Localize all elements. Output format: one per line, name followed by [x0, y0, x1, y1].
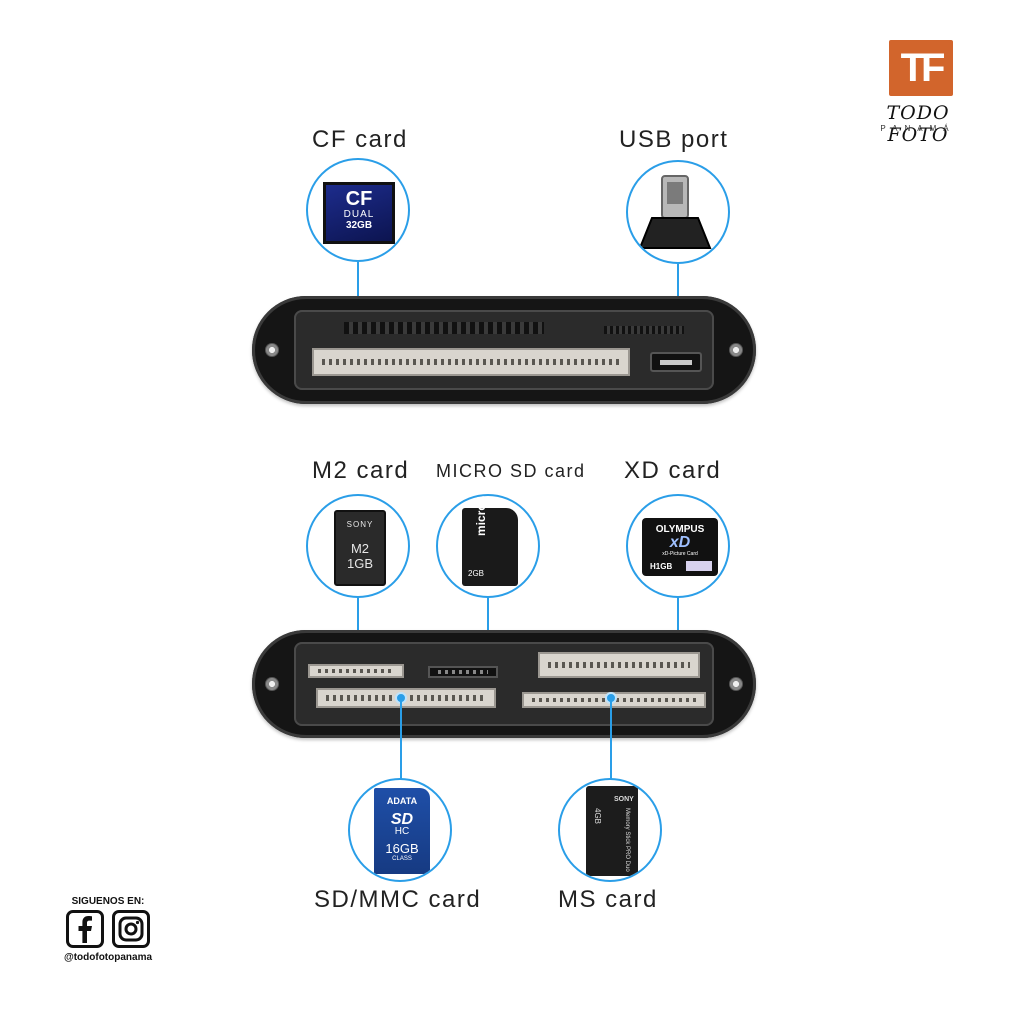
micro-sd-card-callout: microSD 2GB [436, 494, 540, 598]
xd-card-callout: OLYMPUS xD xD-Picture Card H1GB [626, 494, 730, 598]
reader-back-face [294, 310, 714, 390]
social-heading: SIGUENOS EN: [71, 896, 145, 907]
brand-logo: TF TODO FOTO PANAMÁ [856, 40, 980, 146]
micro-sd-card-slot[interactable] [428, 666, 498, 678]
micro-sd-card-label: MICRO SD card [436, 461, 586, 481]
m2-card-slot[interactable] [308, 664, 404, 678]
sd-mmc-card-callout: ADATA SD HC 16GB CLASS [348, 778, 452, 882]
facebook-icon[interactable] [66, 910, 104, 948]
cf-card-image: CF DUAL 32GB [323, 182, 395, 244]
inner-connector-strip-2 [604, 326, 684, 334]
ms-card-label: MS card [558, 886, 658, 913]
xd-card-slot[interactable] [538, 652, 700, 678]
m2-card-callout: SONY M2 1GB [306, 494, 410, 598]
ms-card-image: SONY 4GB Memory Stick PRO Duo [586, 786, 638, 876]
micro-sd-card-image: microSD 2GB [462, 496, 518, 586]
screw-icon [265, 677, 279, 691]
cf-card-label: CF card [312, 126, 408, 153]
inner-connector-strip [344, 322, 544, 334]
cf-card-slot[interactable] [312, 348, 630, 376]
social-handle: @todofotopanama [63, 952, 153, 963]
xd-card-image: OLYMPUS xD xD-Picture Card H1GB [642, 518, 718, 576]
card-reader-back [252, 296, 756, 404]
sd-mmc-card-label: SD/MMC card [314, 886, 482, 913]
sd-card-image: ADATA SD HC 16GB CLASS [374, 788, 430, 874]
social-block: SIGUENOS EN: @todofotopanama [44, 894, 172, 970]
sd-callout-line [400, 700, 402, 780]
brand-sub: PANAMÁ [880, 124, 956, 133]
m2-card-image: SONY M2 1GB [334, 510, 386, 586]
cf-card-callout: CF DUAL 32GB [306, 158, 410, 262]
brand-name: TODO FOTO [886, 102, 950, 146]
logo-letters: TF [900, 46, 946, 90]
m2-card-label: M2 card [312, 457, 410, 484]
screw-icon [729, 343, 743, 357]
usb-port-label: USB port [619, 126, 729, 153]
card-reader-front [252, 630, 756, 738]
ms-card-callout: SONY 4GB Memory Stick PRO Duo [558, 778, 662, 882]
reader-front-face [294, 642, 714, 726]
instagram-icon[interactable] [112, 910, 150, 948]
xd-card-label: XD card [624, 457, 722, 484]
logo-mark: TF [889, 40, 953, 96]
usb-plug-icon [638, 175, 712, 249]
ms-callout-line [610, 700, 612, 780]
usb-port-slot[interactable] [650, 352, 702, 372]
usb-port-callout [626, 160, 730, 264]
screw-icon [265, 343, 279, 357]
screw-icon [729, 677, 743, 691]
